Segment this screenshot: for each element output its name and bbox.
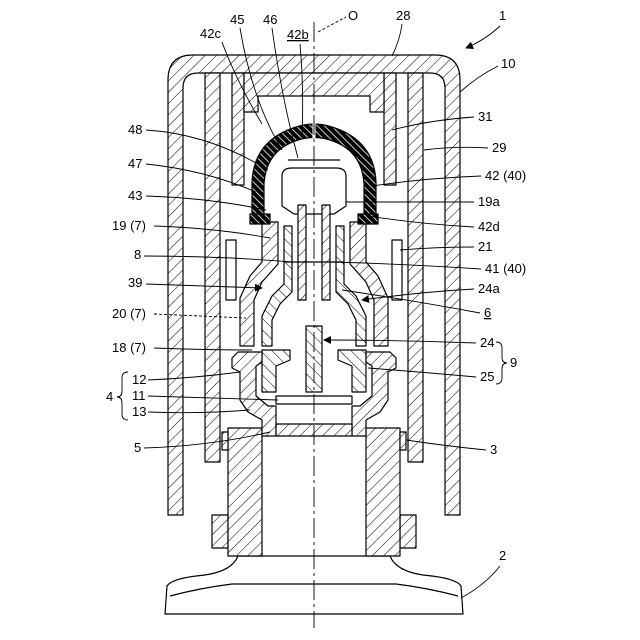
leader-O <box>318 17 346 32</box>
cap-rib-left <box>226 240 236 300</box>
label-41: 41 (40) <box>485 261 526 276</box>
label-48: 48 <box>128 122 142 137</box>
label-43: 43 <box>128 188 142 203</box>
neck-ring-right <box>400 515 416 548</box>
label-29: 29 <box>492 140 506 155</box>
label-46: 46 <box>263 12 277 27</box>
label-axis-O: O <box>348 8 358 23</box>
dome-foot-right <box>358 214 378 224</box>
label-19: 19 (7) <box>112 218 146 233</box>
label-42c: 42c <box>200 26 221 41</box>
label-10: 10 <box>501 56 515 71</box>
label-31: 31 <box>478 109 492 124</box>
label-9: 9 <box>510 355 517 370</box>
valve-ring-left <box>262 350 290 392</box>
neck-wall-left <box>228 428 262 556</box>
label-5: 5 <box>134 440 141 455</box>
label-4: 4 <box>106 389 113 404</box>
label-3: 3 <box>490 442 497 457</box>
central-tube-left <box>298 205 306 300</box>
leader-10 <box>460 66 498 92</box>
cap-rib-right <box>392 240 402 300</box>
neck-ring-left <box>212 515 228 548</box>
label-45: 45 <box>230 12 244 27</box>
cap-long-skirt-right <box>408 73 423 462</box>
label-39: 39 <box>128 275 142 290</box>
leader-39 <box>146 284 262 288</box>
label-21: 21 <box>478 239 492 254</box>
leader-2 <box>461 566 500 598</box>
label-13: 13 <box>132 404 146 419</box>
label-47: 47 <box>128 156 142 171</box>
label-2: 2 <box>499 548 506 563</box>
label-18: 18 (7) <box>112 340 146 355</box>
brace-4 <box>117 372 128 420</box>
label-42b: 42b <box>287 27 309 42</box>
label-11: 11 <box>132 388 146 403</box>
leader-1 <box>466 26 500 48</box>
dome-foot-left <box>250 214 270 224</box>
brace-9 <box>496 342 507 384</box>
label-42: 42 (40) <box>485 168 526 183</box>
leader-28 <box>392 24 402 56</box>
cap-long-skirt-left <box>205 73 220 462</box>
neck-bead-right <box>400 432 406 450</box>
label-6: 6 <box>484 305 491 320</box>
label-12: 12 <box>132 372 146 387</box>
leader-12 <box>148 372 240 380</box>
neck-wall-right <box>366 428 400 556</box>
label-24a: 24a <box>478 281 500 296</box>
label-1: 1 <box>499 8 506 23</box>
label-28: 28 <box>396 8 410 23</box>
label-42d: 42d <box>478 219 500 234</box>
label-8: 8 <box>134 247 141 262</box>
label-25: 25 <box>480 369 494 384</box>
central-tube-right <box>322 205 330 300</box>
leader-13 <box>148 410 250 413</box>
label-19a: 19a <box>478 194 500 209</box>
leader-31 <box>392 117 474 130</box>
cap-short-wall-left <box>232 73 244 185</box>
label-20: 20 (7) <box>112 306 146 321</box>
label-24: 24 <box>480 335 494 350</box>
valve-ring-right <box>338 350 366 392</box>
